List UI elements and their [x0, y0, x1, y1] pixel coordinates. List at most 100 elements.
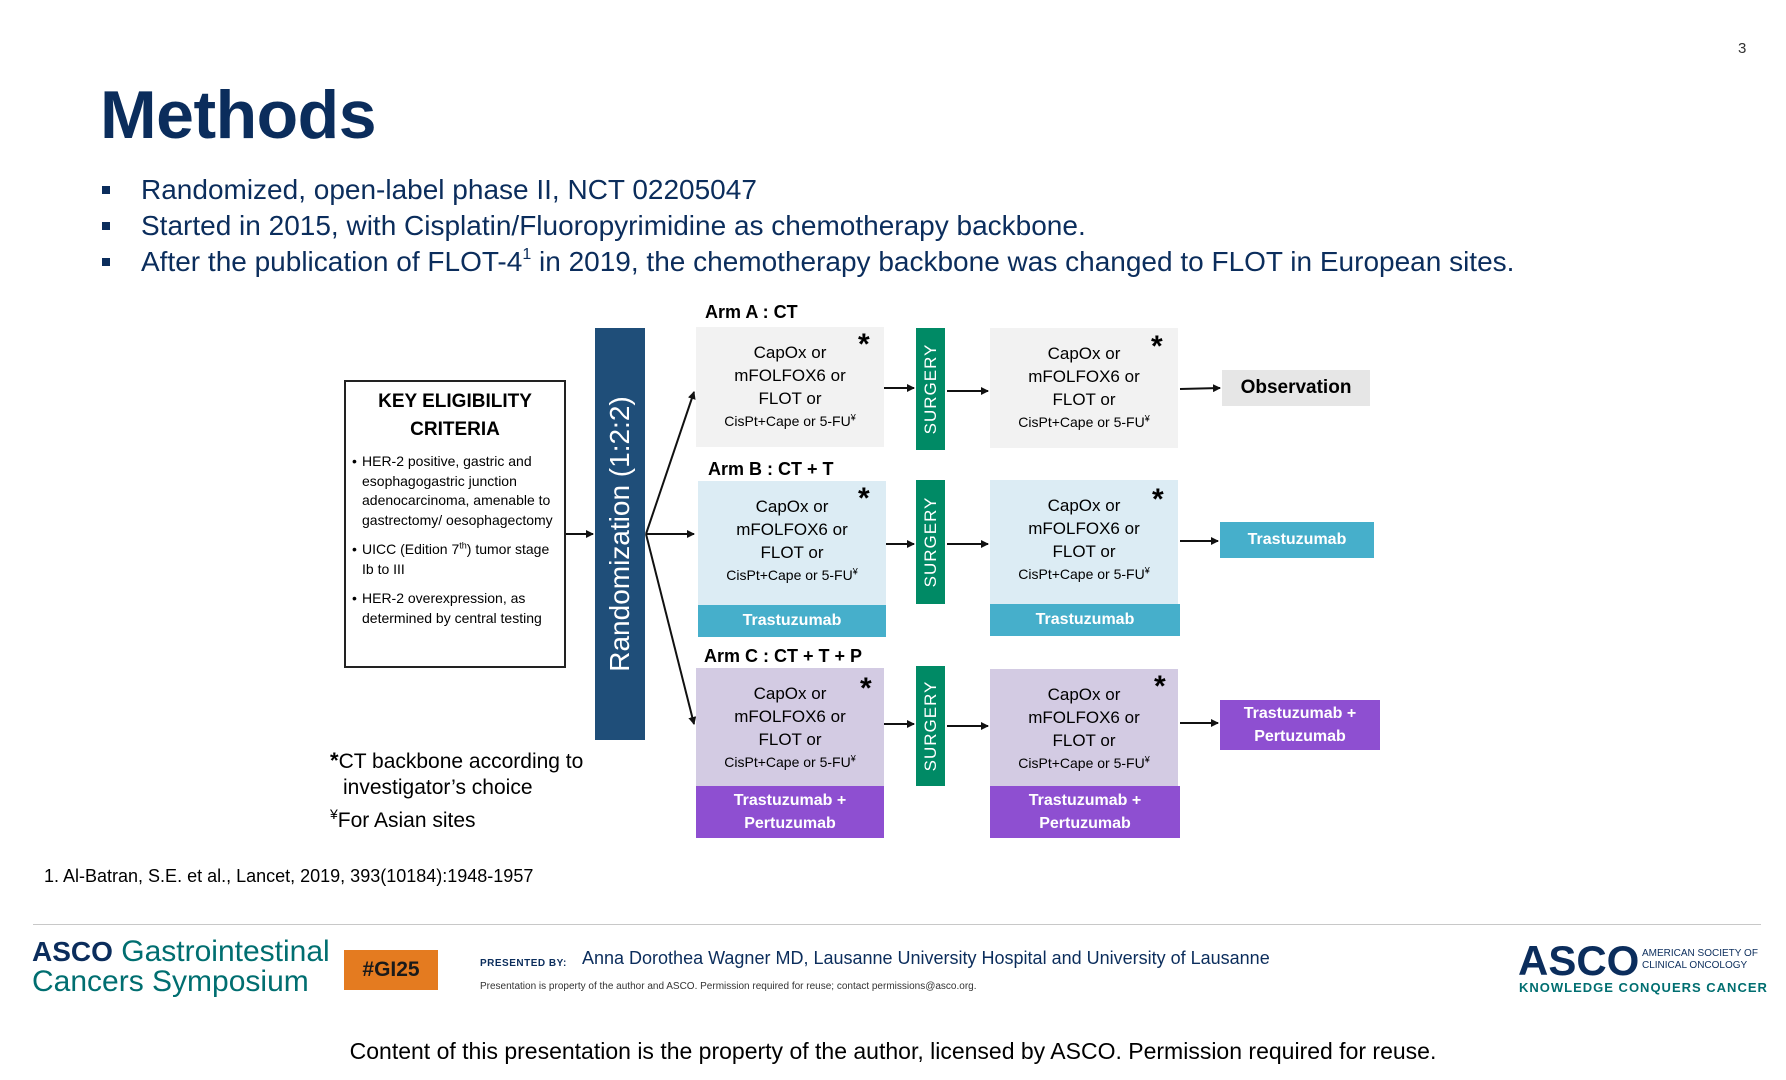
- ct-line: mFOLFOX6 or: [734, 366, 846, 385]
- band-line: Pertuzumab: [744, 815, 836, 832]
- page-title: Methods: [100, 77, 377, 153]
- eligibility-text: UICC (Edition 7: [362, 541, 460, 557]
- eligibility-item: UICC (Edition 7th) tumor stage Ib to III: [352, 540, 558, 579]
- arm-c-outcome-trastuzumab-pertuzumab: Trastuzumab + Pertuzumab: [1220, 700, 1380, 750]
- asco-logo: ASCO: [1518, 937, 1640, 984]
- footer-divider: [33, 924, 1761, 925]
- arm-b-ct-box-pre: CapOx or mFOLFOX6 or FLOT or CisPt+Cape …: [698, 481, 886, 605]
- ct-line: CapOx or: [753, 684, 827, 703]
- ct-line: CisPt+Cape or 5-FU¥: [990, 411, 1178, 434]
- randomization-bar: Randomization (1:2:2): [595, 328, 645, 740]
- hashtag-badge: #GI25: [344, 950, 438, 990]
- ct-line: mFOLFOX6 or: [736, 520, 848, 539]
- eligibility-text: ) tumor stage Ib to III: [362, 541, 550, 577]
- footnote-text: For Asian sites: [337, 809, 476, 832]
- star-mark: *: [330, 748, 339, 773]
- arrow-a-ct-to-outcome: [1179, 384, 1221, 393]
- bottom-notice: Content of this presentation is the prop…: [349, 1038, 1437, 1064]
- ct-line: CapOx or: [753, 343, 827, 362]
- asco-gi-logo-line2: Cancers Symposium: [32, 965, 309, 998]
- ct-line: CapOx or: [1047, 496, 1121, 515]
- bullet-item: After the publication of FLOT-41 in 2019…: [100, 244, 1514, 280]
- ct-line: CisPt+Cape or 5-FU¥: [698, 564, 886, 587]
- eligibility-title: KEY ELIGIBILITY CRITERIA: [346, 388, 564, 444]
- eligibility-criteria-box: KEY ELIGIBILITY CRITERIA HER-2 positive,…: [344, 380, 566, 668]
- eligibility-item: HER-2 positive, gastric and esophagogast…: [352, 452, 558, 530]
- ct-line: FLOT or: [1052, 390, 1116, 409]
- outcome-line: Pertuzumab: [1254, 728, 1346, 745]
- ct-line: FLOT or: [758, 389, 822, 408]
- bullet-text: in 2019, the chemotherapy backbone was c…: [531, 246, 1515, 277]
- band-line: Trastuzumab +: [733, 792, 847, 809]
- eligibility-item: HER-2 overexpression, as determined by c…: [352, 589, 558, 628]
- ct-line-text: CisPt+Cape or 5-FU: [1018, 414, 1145, 430]
- yen-mark: ¥: [1144, 565, 1150, 576]
- star-mark: *: [1151, 330, 1163, 363]
- property-notice: Presentation is property of the author a…: [480, 981, 977, 992]
- bullet-item: Randomized, open-label phase II, NCT 022…: [100, 172, 1514, 208]
- star-mark: *: [860, 672, 872, 705]
- eligibility-title-line: CRITERIA: [410, 419, 500, 440]
- arm-a-label: Arm A : CT: [705, 302, 798, 322]
- eligibility-list: HER-2 positive, gastric and esophagogast…: [352, 452, 558, 628]
- ct-line: CapOx or: [1047, 685, 1121, 704]
- arm-b-surgery-box: SURGERY: [916, 480, 945, 604]
- ct-line: mFOLFOX6 or: [1028, 519, 1140, 538]
- yen-mark: ¥: [852, 566, 858, 577]
- arm-c-ct-box-pre: CapOx or mFOLFOX6 or FLOT or CisPt+Cape …: [696, 668, 884, 786]
- arm-c-ct-box-post: CapOx or mFOLFOX6 or FLOT or CisPt+Cape …: [990, 669, 1178, 787]
- outcome-line: Trastuzumab +: [1243, 705, 1357, 722]
- asco-wordmark: ASCO: [32, 936, 113, 967]
- society-line: CLINICAL ONCOLOGY: [1642, 960, 1748, 971]
- symposium-name: Gastrointestinal: [121, 935, 330, 968]
- asco-tagline: KNOWLEDGE CONQUERS CANCER: [1519, 980, 1768, 995]
- arm-c-trastuzumab-pertuzumab-band-post: Trastuzumab + Pertuzumab: [990, 786, 1180, 838]
- presenter-name: Anna Dorothea Wagner MD, Lausanne Univer…: [582, 948, 1270, 968]
- superscript: th: [459, 540, 467, 551]
- star-mark: *: [858, 482, 870, 515]
- ct-line-text: CisPt+Cape or 5-FU: [724, 754, 851, 770]
- surgery-label: SURGERY: [920, 496, 940, 588]
- ct-line: mFOLFOX6 or: [1028, 708, 1140, 727]
- presented-by-label: PRESENTED BY:: [480, 958, 567, 969]
- ct-line: CisPt+Cape or 5-FU¥: [696, 410, 884, 433]
- surgery-label: SURGERY: [920, 343, 940, 435]
- bullet-text: Randomized, open-label phase II, NCT 022…: [141, 174, 757, 205]
- ct-line: CapOx or: [755, 497, 829, 516]
- star-mark: *: [858, 328, 870, 361]
- ct-line: FLOT or: [760, 543, 824, 562]
- slide-number: 3: [1738, 40, 1747, 57]
- arm-a-surgery-box: SURGERY: [916, 328, 945, 450]
- ct-line: CisPt+Cape or 5-FU¥: [696, 751, 884, 774]
- yen-mark: ¥: [1144, 754, 1150, 765]
- society-line: AMERICAN SOCIETY OF: [1642, 948, 1758, 959]
- arm-c-label: Arm C : CT + T + P: [704, 646, 863, 666]
- bullet-square-icon: [102, 186, 110, 194]
- arm-a-ct-box-pre: CapOx or mFOLFOX6 or FLOT or CisPt+Cape …: [696, 327, 884, 447]
- arm-b-label: Arm B : CT + T: [708, 459, 834, 479]
- ct-line-text: CisPt+Cape or 5-FU: [726, 567, 853, 583]
- arm-b-trastuzumab-band-post: Trastuzumab: [990, 604, 1180, 636]
- ct-line-text: CisPt+Cape or 5-FU: [1018, 755, 1145, 771]
- ct-line: CapOx or: [1047, 344, 1121, 363]
- band-line: Trastuzumab +: [1028, 792, 1142, 809]
- ct-line: CisPt+Cape or 5-FU¥: [990, 752, 1178, 775]
- eligibility-title-line: KEY ELIGIBILITY: [378, 391, 532, 412]
- bullet-text: Started in 2015, with Cisplatin/Fluoropy…: [141, 210, 1086, 241]
- bullet-square-icon: [102, 222, 110, 230]
- yen-mark: ¥: [330, 806, 338, 822]
- yen-mark: ¥: [850, 412, 856, 423]
- ct-line-text: CisPt+Cape or 5-FU: [724, 413, 851, 429]
- asco-gi-logo: ASCO Gastrointestinal: [32, 936, 330, 968]
- diagram-footnotes: *CT backbone according to investigator’s…: [330, 748, 583, 834]
- ct-line: CisPt+Cape or 5-FU¥: [990, 563, 1178, 586]
- footnote-text: investigator’s choice: [343, 776, 533, 799]
- randomization-label: Randomization (1:2:2): [604, 396, 635, 672]
- bullet-square-icon: [102, 258, 110, 266]
- arm-a-ct-box-post: CapOx or mFOLFOX6 or FLOT or CisPt+Cape …: [990, 328, 1178, 448]
- ct-line: FLOT or: [758, 730, 822, 749]
- arm-c-trastuzumab-pertuzumab-band: Trastuzumab + Pertuzumab: [696, 786, 884, 838]
- footnote-text: CT backbone according to: [338, 750, 584, 773]
- ct-line-text: CisPt+Cape or 5-FU: [1018, 566, 1145, 582]
- yen-mark: ¥: [850, 753, 856, 764]
